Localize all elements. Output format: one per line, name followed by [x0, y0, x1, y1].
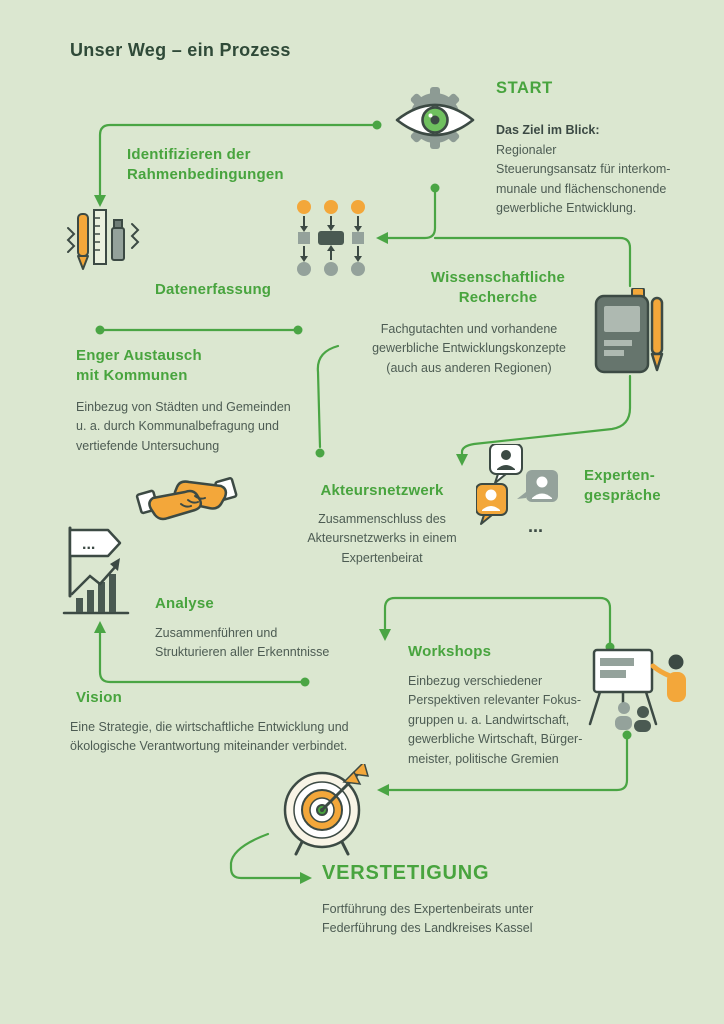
notebook-pen-icon — [594, 288, 668, 382]
workshops-heading: Workshops — [408, 643, 492, 660]
start-body-text: Regionaler Steuerungsansatz für interkom… — [496, 142, 671, 215]
presentation-icon — [580, 646, 698, 736]
austausch-heading: Enger Austausch mit Kommunen — [76, 347, 202, 384]
page-title: Unser Weg – ein Prozess — [70, 40, 291, 60]
speech-bubbles-icon: ... — [476, 444, 570, 536]
flowchart-icon — [292, 198, 370, 278]
experten-heading: Experten- gespräche — [584, 467, 661, 504]
analyse-heading: Analyse — [155, 595, 214, 612]
akteursnetzwerk-heading: Akteursnetzwerk — [320, 482, 444, 499]
speech-ellipsis: ... — [528, 516, 543, 536]
flag-ellipsis: ... — [82, 536, 95, 553]
recherche-heading: Wissenschaftliche Recherche — [430, 269, 566, 306]
analyse-body: Zusammenführen und Strukturieren aller E… — [155, 626, 330, 660]
start-lead: Das Ziel im Blick: — [496, 123, 600, 138]
akteursnetzwerk-body: Zusammenschluss des Akteursnetzwerks in … — [307, 512, 457, 565]
stationery-icon — [60, 206, 146, 278]
workshops-body: Einbezug verschiedener Perspektiven rele… — [408, 674, 583, 766]
eye-gear-icon — [393, 80, 478, 162]
start-description: Das Ziel im Blick: Regionaler Steuerungs… — [496, 102, 686, 218]
verstetigung-heading: VERSTETIGUNG — [322, 862, 490, 884]
datenerfassung-heading: Datenerfassung — [155, 281, 272, 298]
identifizieren-heading: Identifizieren der Rahmenbedingungen — [127, 146, 284, 183]
start-heading: START — [496, 79, 553, 97]
recherche-body: Fachgutachten und vorhandene gewerbliche… — [372, 322, 566, 375]
handshake-icon — [133, 460, 239, 532]
flag-chart-icon: ... — [56, 524, 146, 620]
austausch-body: Einbezug von Städten und Gemeinden u. a.… — [76, 400, 291, 453]
target-dart-icon — [274, 764, 374, 858]
vision-heading: Vision — [76, 689, 122, 706]
vision-body: Eine Strategie, die wirtschaftliche Entw… — [70, 720, 349, 754]
verstetigung-body: Fortführung des Expertenbeirats unter Fe… — [322, 902, 534, 936]
